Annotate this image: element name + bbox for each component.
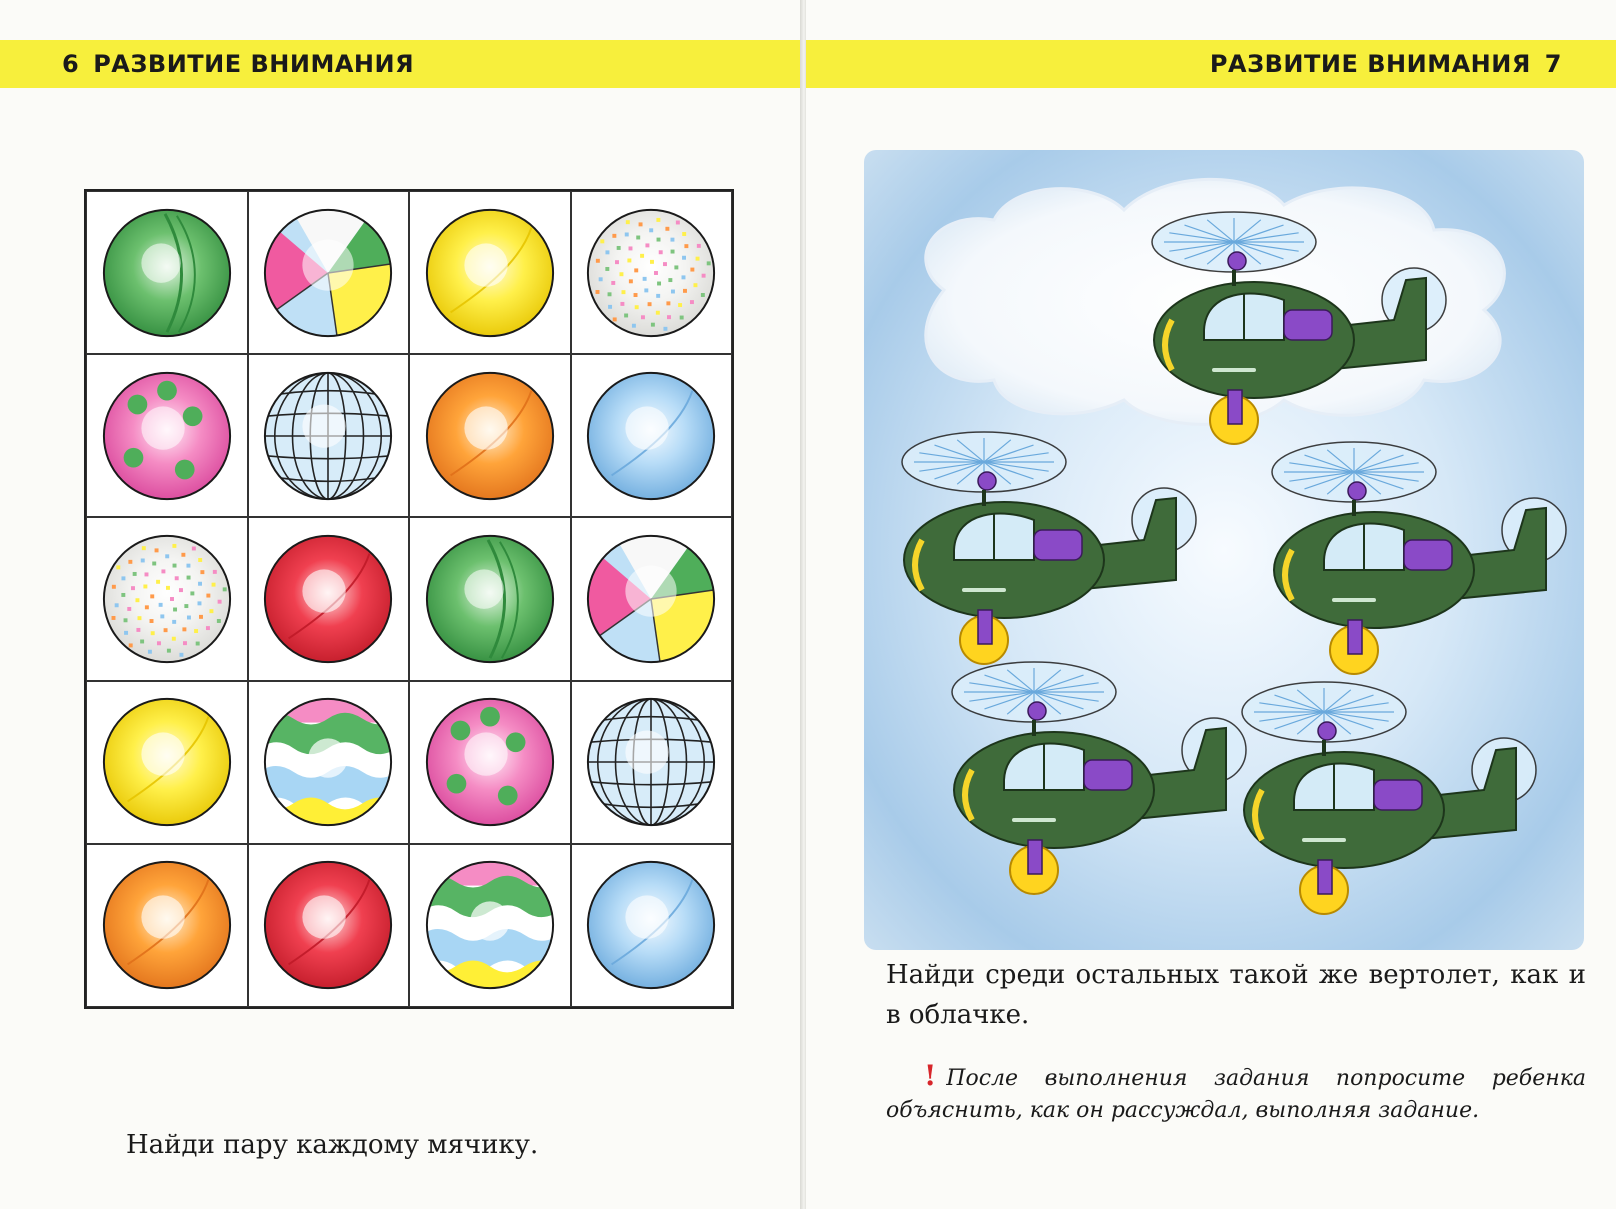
orange-plain-ball-icon bbox=[102, 861, 231, 990]
helicopter-icon[interactable] bbox=[1271, 441, 1567, 675]
globe-lined-ball-icon bbox=[587, 698, 716, 827]
ball-cell[interactable] bbox=[247, 517, 409, 681]
header-band bbox=[806, 40, 1616, 88]
ball-cell[interactable] bbox=[570, 191, 732, 355]
red-plain-ball-icon bbox=[264, 861, 393, 990]
pink-dotted-ball-icon bbox=[102, 371, 231, 500]
ball-cell[interactable] bbox=[409, 843, 571, 1007]
beach-segmented-ball-icon bbox=[587, 534, 716, 664]
parent-note: !После выполнения задания попросите ребе… bbox=[886, 1060, 1586, 1127]
ball-cell[interactable] bbox=[409, 354, 571, 518]
globe-lined-ball-icon bbox=[264, 371, 393, 500]
ball-cell[interactable] bbox=[86, 843, 248, 1007]
helicopter-icon[interactable] bbox=[1241, 681, 1537, 915]
ball-cell[interactable] bbox=[86, 354, 248, 518]
yellow-plain-ball-icon bbox=[102, 698, 231, 827]
green-striped-ball-icon bbox=[425, 534, 554, 664]
note-text: После выполнения задания попросите ребен… bbox=[886, 1066, 1586, 1123]
ball-cell[interactable] bbox=[570, 680, 732, 844]
blue-plain-ball-icon bbox=[587, 861, 716, 990]
yellow-plain-ball-icon bbox=[425, 208, 554, 337]
page-number: 6 bbox=[62, 50, 80, 78]
white-confetti-ball-icon bbox=[587, 208, 716, 337]
task-caption: Найди среди остальных такой же вертолет,… bbox=[886, 960, 1586, 1030]
red-plain-ball-icon bbox=[264, 534, 393, 664]
ball-cell[interactable] bbox=[409, 680, 571, 844]
left-header: 6 РАЗВИТИЕ ВНИМАНИЯ bbox=[48, 50, 414, 78]
sky-illustration bbox=[864, 150, 1584, 950]
helicopter-scene bbox=[901, 177, 1567, 915]
header-title: РАЗВИТИЕ ВНИМАНИЯ bbox=[93, 50, 415, 78]
page-number: 7 bbox=[1544, 50, 1562, 78]
header-title: РАЗВИТИЕ ВНИМАНИЯ bbox=[1209, 50, 1531, 78]
orange-plain-ball-icon bbox=[425, 371, 554, 500]
pink-dotted-ball-icon bbox=[425, 698, 554, 827]
left-page: 6 РАЗВИТИЕ ВНИМАНИЯ Найди пару каждому мя… bbox=[0, 0, 802, 1209]
green-striped-ball-icon bbox=[102, 208, 231, 337]
exclamation-icon: ! bbox=[924, 1059, 937, 1092]
ball-cell[interactable] bbox=[86, 191, 248, 355]
ball-cell[interactable] bbox=[409, 517, 571, 681]
ball-cell[interactable] bbox=[570, 354, 732, 518]
blue-plain-ball-icon bbox=[587, 371, 716, 500]
right-page: РАЗВИТИЕ ВНИМАНИЯ 7 Найди среди остальных… bbox=[806, 0, 1616, 1209]
ball-cell[interactable] bbox=[247, 680, 409, 844]
white-confetti-ball-icon bbox=[102, 534, 231, 664]
ball-cell[interactable] bbox=[247, 354, 409, 518]
task-caption: Найди пару каждому мячику. bbox=[126, 1130, 539, 1160]
ball-cell[interactable] bbox=[570, 517, 732, 681]
wavy-bands-ball-icon bbox=[264, 698, 393, 827]
wavy-bands-ball-icon bbox=[425, 861, 554, 990]
helicopter-icon[interactable] bbox=[951, 661, 1247, 895]
book-gutter bbox=[800, 0, 808, 1209]
ball-cell[interactable] bbox=[570, 843, 732, 1007]
helicopter-icon[interactable] bbox=[901, 431, 1197, 665]
ball-cell[interactable] bbox=[247, 843, 409, 1007]
header-band bbox=[0, 40, 802, 88]
ball-cell[interactable] bbox=[86, 680, 248, 844]
ball-cell[interactable] bbox=[86, 517, 248, 681]
beach-segmented-ball-icon bbox=[264, 208, 393, 337]
ball-grid bbox=[84, 189, 734, 1009]
ball-cell[interactable] bbox=[247, 191, 409, 355]
ball-cell[interactable] bbox=[409, 191, 571, 355]
helicopter-icon[interactable] bbox=[1151, 211, 1447, 445]
right-header: РАЗВИТИЕ ВНИМАНИЯ 7 bbox=[1210, 50, 1576, 78]
